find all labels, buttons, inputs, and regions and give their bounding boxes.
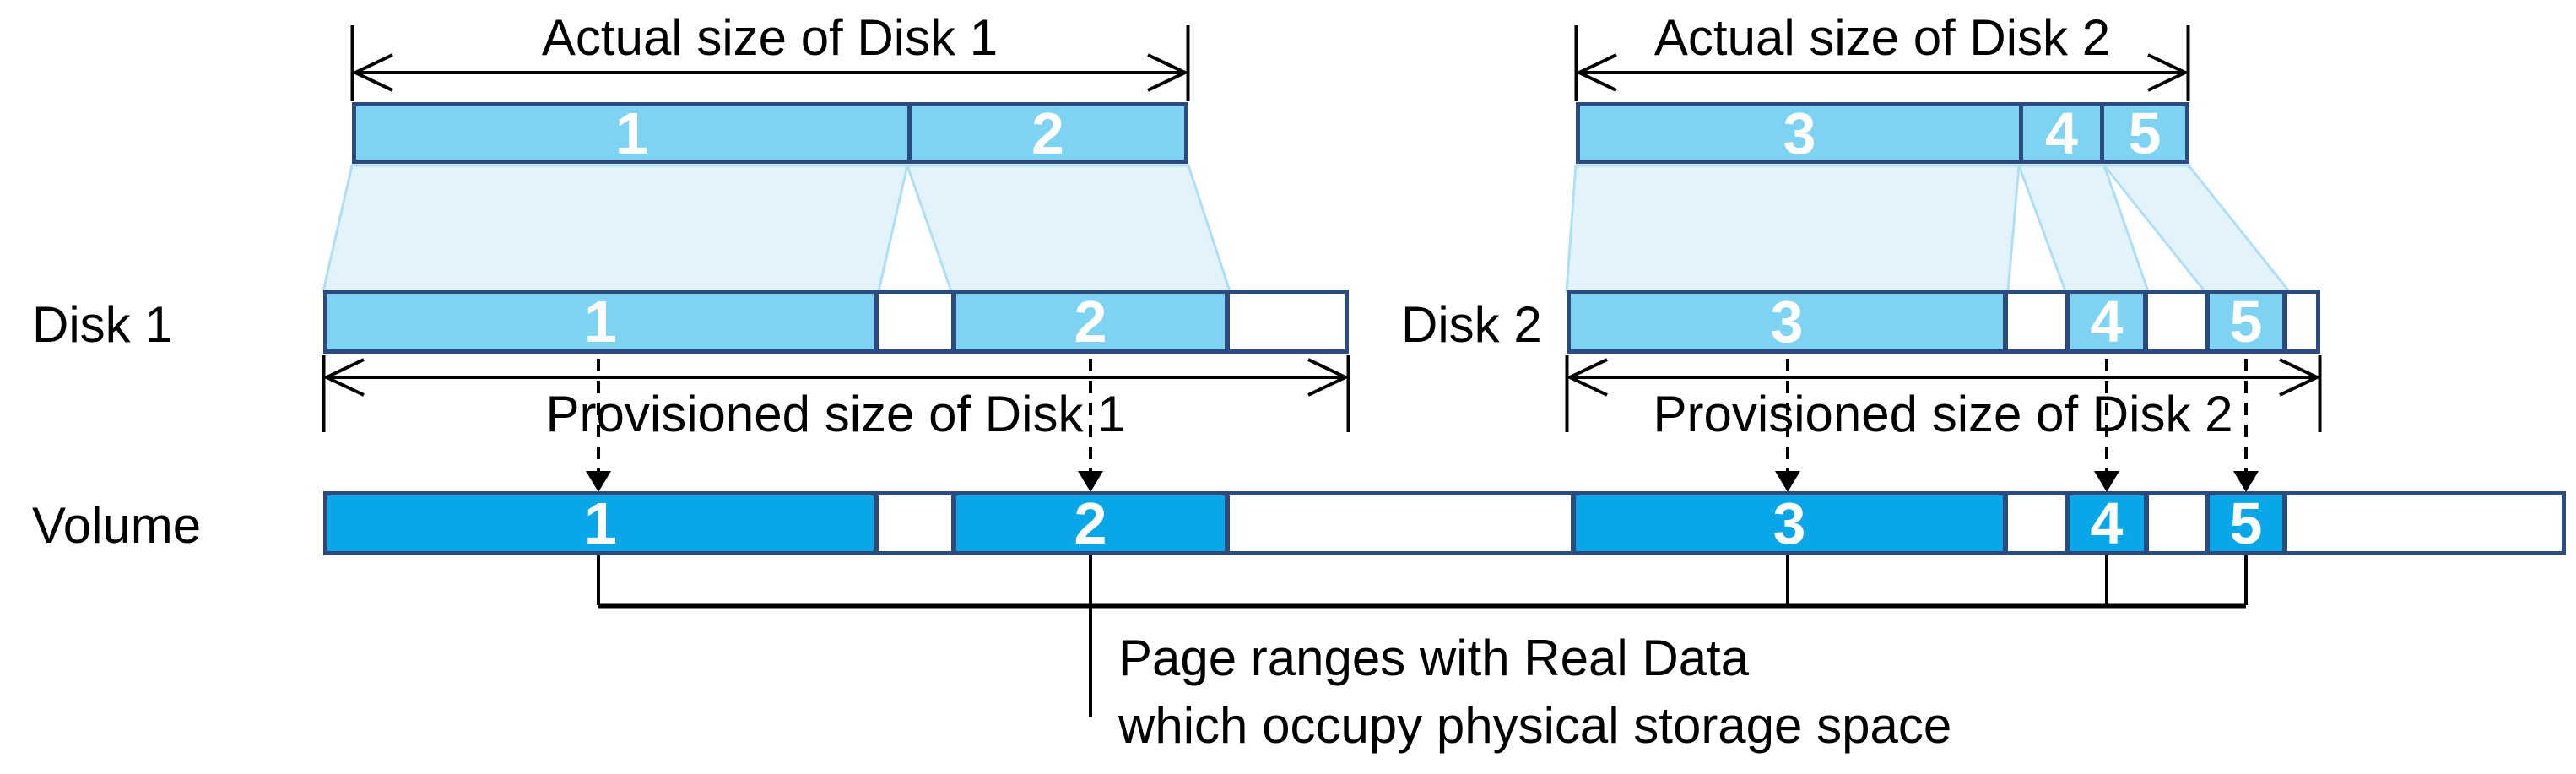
provisioned-bar-disk1: 1 2 bbox=[323, 290, 1349, 354]
dashed-arrow-segment-3 bbox=[1775, 359, 1800, 492]
segment-number: 4 bbox=[2090, 490, 2124, 556]
provisioned-segment-3: 3 bbox=[1571, 289, 2008, 355]
actual-segment-1: 1 bbox=[356, 100, 907, 166]
actual-segment-5: 5 bbox=[2100, 100, 2185, 166]
provisioned-segment-5: 5 bbox=[2205, 289, 2287, 355]
connector-trapezoids bbox=[322, 164, 2292, 293]
volume-label: Volume bbox=[32, 497, 202, 554]
actual-size-label-disk1: Actual size of Disk 1 bbox=[541, 9, 998, 66]
segment-number: 1 bbox=[584, 490, 617, 556]
dashed-arrow-segment-5 bbox=[2233, 359, 2259, 492]
annotation-line-2: which occupy physical storage space bbox=[1118, 697, 1952, 754]
connector-segment-1 bbox=[322, 164, 909, 293]
volume-segment-2: 2 bbox=[951, 490, 1230, 556]
dashed-arrow-segment-2 bbox=[1078, 359, 1103, 492]
volume-segment-1: 1 bbox=[327, 490, 879, 556]
annotation-line-1: Page ranges with Real Data bbox=[1118, 630, 1750, 686]
provisioned-size-arrow-disk2 bbox=[1565, 355, 2322, 432]
provisioned-segment-1: 1 bbox=[327, 289, 879, 355]
volume-bar: 1 2 3 4 5 bbox=[323, 491, 2566, 555]
segment-number: 3 bbox=[1772, 490, 1806, 556]
disk1-label: Disk 1 bbox=[32, 296, 173, 353]
segment-number: 5 bbox=[2229, 289, 2263, 355]
actual-size-label-disk2: Actual size of Disk 2 bbox=[1653, 9, 2111, 66]
actual-segment-3: 3 bbox=[1580, 100, 2019, 166]
segment-number: 3 bbox=[1770, 289, 1804, 355]
actual-size-bar-disk2: 3 4 5 bbox=[1576, 102, 2189, 164]
actual-segment-4: 4 bbox=[2019, 100, 2100, 166]
segment-number: 3 bbox=[1783, 100, 1816, 166]
actual-size-arrow-disk1 bbox=[350, 25, 1190, 101]
segment-number: 5 bbox=[2229, 490, 2263, 556]
provisioned-segment-4: 4 bbox=[2065, 289, 2148, 355]
dashed-arrow-segment-1 bbox=[586, 359, 611, 492]
segment-number: 5 bbox=[2128, 100, 2162, 166]
provisioned-bar-disk2: 3 4 5 bbox=[1567, 290, 2320, 354]
dashed-arrow-segment-4 bbox=[2094, 359, 2119, 492]
segment-number: 4 bbox=[2045, 100, 2078, 166]
segment-number: 2 bbox=[1074, 289, 1107, 355]
connector-segment-3 bbox=[1565, 164, 2021, 293]
segment-number: 2 bbox=[1031, 100, 1064, 166]
disk2-label: Disk 2 bbox=[1401, 296, 1542, 353]
actual-size-bar-disk1: 1 2 bbox=[352, 102, 1188, 164]
volume-segment-4: 4 bbox=[2065, 490, 2149, 556]
actual-size-arrow-disk2 bbox=[1574, 25, 2190, 101]
provisioned-segment-2: 2 bbox=[951, 289, 1230, 355]
segment-number: 1 bbox=[615, 100, 648, 166]
volume-segment-5: 5 bbox=[2205, 490, 2287, 556]
provisioned-size-label-disk1: Provisioned size of Disk 1 bbox=[545, 386, 1126, 442]
volume-segment-3: 3 bbox=[1571, 490, 2008, 556]
page-ranges-annotation: Page ranges with Real Data which occupy … bbox=[1118, 625, 1951, 760]
provisioned-size-label-disk2: Provisioned size of Disk 2 bbox=[1653, 386, 2233, 442]
segment-number: 4 bbox=[2090, 289, 2124, 355]
segment-number: 2 bbox=[1074, 490, 1107, 556]
segment-number: 1 bbox=[584, 289, 617, 355]
page-ranges-bracket bbox=[597, 555, 2248, 717]
actual-segment-2: 2 bbox=[907, 100, 1184, 166]
mapping-dashed-arrows bbox=[586, 359, 2259, 492]
provisioned-size-arrow-disk1 bbox=[322, 355, 1350, 432]
connector-segment-2 bbox=[905, 164, 1232, 293]
